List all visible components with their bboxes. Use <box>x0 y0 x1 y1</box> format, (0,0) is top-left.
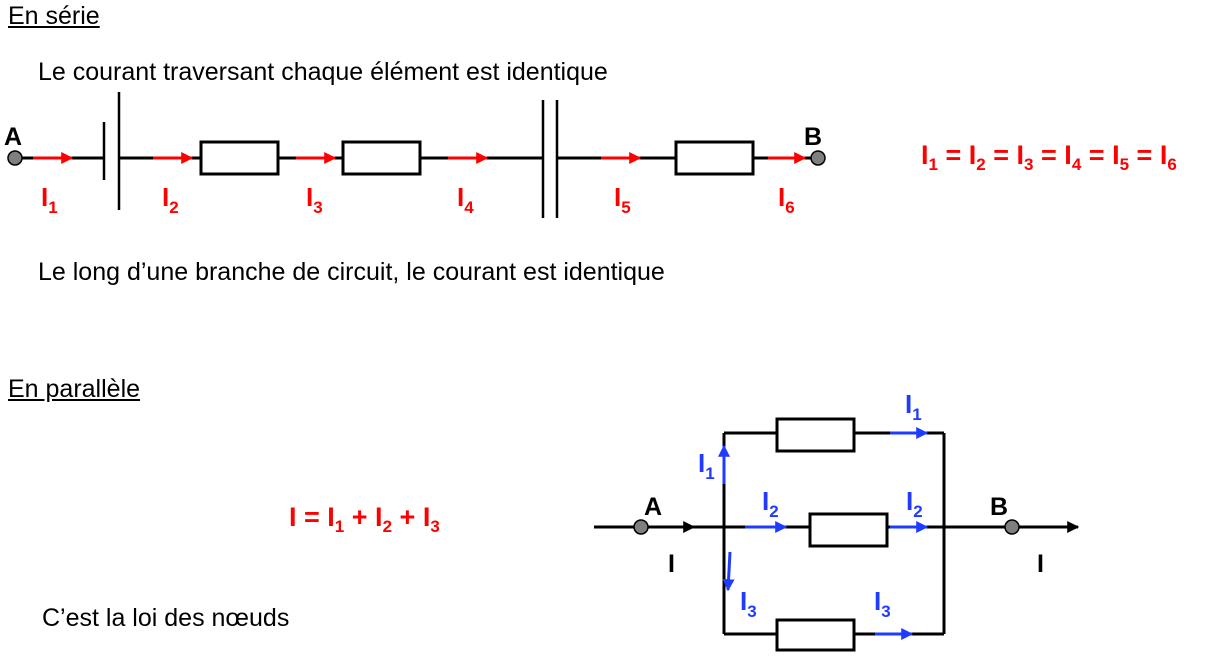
parallel-current-label-1-b: I1 <box>698 448 715 483</box>
series-current-label-3: I3 <box>306 182 323 217</box>
parallel-current-label-2-b: I2 <box>906 486 923 521</box>
series-current-label-2: I2 <box>162 182 179 217</box>
parallel-heading: En parallèle <box>8 375 141 403</box>
series-heading: En série <box>8 2 100 30</box>
main-current-label-in: I <box>668 550 675 578</box>
parallel-node-a <box>633 519 649 535</box>
main-current-label-out: I <box>1037 550 1044 578</box>
parallel-current-label-2-a: I2 <box>762 486 779 521</box>
branch-3-arrow-down <box>722 551 735 592</box>
series-current-labels: I1 I2 I3 I4 I5 I6 <box>41 182 795 217</box>
branch-note: Le long d’une branche de circuit, le cou… <box>38 258 665 286</box>
parallel-node-b <box>1004 519 1020 535</box>
middle-branch-resistor <box>808 512 889 548</box>
top-branch-resistor <box>775 417 856 453</box>
series-current-label-1: I1 <box>41 182 58 217</box>
parallel-current-label-1-a: I1 <box>905 389 922 424</box>
series-node-a-label: A <box>4 123 22 151</box>
parallel-node-b-label: B <box>990 493 1008 521</box>
parallel-current-label-3-a: I3 <box>740 586 757 621</box>
series-node-a <box>7 150 23 166</box>
series-statement: Le courant traversant chaque élément est… <box>38 58 608 86</box>
series-node-b <box>810 150 826 166</box>
series-circuit: A B I1 I2 I3 I4 I5 I6 <box>4 92 826 218</box>
resistor-1 <box>199 140 280 176</box>
parallel-current-label-3-b: I3 <box>874 586 891 621</box>
parallel-node-a-label: A <box>644 493 662 521</box>
resistor-3 <box>674 140 755 176</box>
series-current-equation: I1 = I2 = I3 = I4 = I5 = I6 <box>921 140 1177 174</box>
series-node-b-label: B <box>804 123 822 151</box>
series-current-label-6: I6 <box>778 182 795 217</box>
bottom-branch-resistor <box>775 618 856 652</box>
series-current-label-5: I5 <box>614 182 631 217</box>
series-current-label-4: I4 <box>457 182 474 217</box>
parallel-current-equation: I = I1 + I2 + I3 <box>289 502 440 536</box>
law-of-nodes-note: C’est la loi des nœuds <box>42 604 290 632</box>
resistor-2 <box>341 140 422 176</box>
